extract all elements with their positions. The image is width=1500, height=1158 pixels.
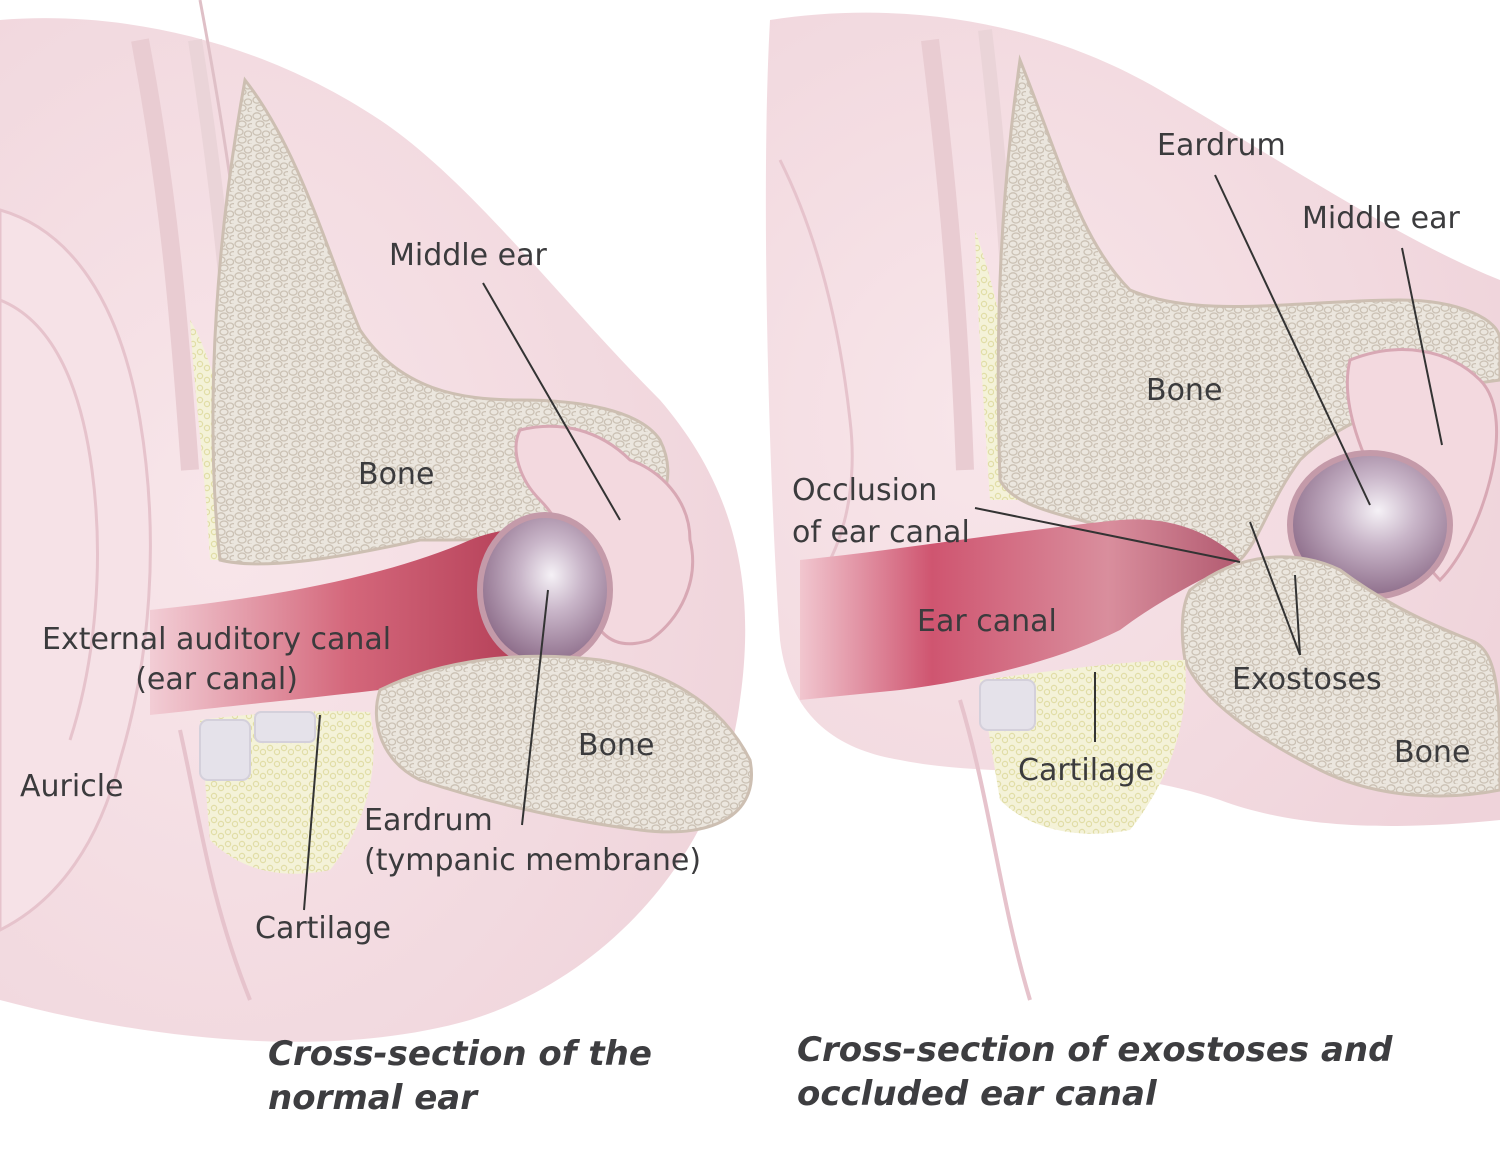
left-eardrum xyxy=(477,512,613,668)
leader-lines xyxy=(303,174,1443,911)
right-bone-upper xyxy=(996,54,1500,562)
label-left-eardrum-line1: Eardrum xyxy=(364,803,493,838)
label-right-occlusion: Occlusion of ear canal xyxy=(792,470,970,554)
leader-left-middle-ear xyxy=(482,282,621,521)
caption-left: Cross-section of the normal ear xyxy=(268,1032,652,1120)
left-middle-ear-cavity xyxy=(514,424,695,646)
label-left-bone-lower: Bone xyxy=(578,728,655,763)
label-left-middle-ear: Middle ear xyxy=(389,238,547,273)
label-left-external-canal: External auditory canal (ear canal) xyxy=(42,620,391,700)
label-right-middle-ear: Middle ear xyxy=(1302,201,1460,236)
right-illustration xyxy=(765,12,1500,1001)
caption-left-line1: Cross-section of the xyxy=(268,1034,652,1074)
label-right-ear-canal: Ear canal xyxy=(917,604,1057,639)
left-illustration xyxy=(0,0,753,1042)
right-ear-canal xyxy=(800,519,1240,700)
label-left-external-canal-line1: External auditory canal xyxy=(42,622,392,657)
caption-right: Cross-section of exostoses and occluded … xyxy=(797,1028,1392,1116)
label-right-bone-lower: Bone xyxy=(1394,735,1471,770)
label-auricle: Auricle xyxy=(20,769,124,804)
label-left-eardrum: Eardrum (tympanic membrane) xyxy=(364,801,701,881)
leader-right-eardrum xyxy=(1214,174,1371,506)
auricle-shape xyxy=(0,208,152,932)
label-left-external-canal-line2: (ear canal) xyxy=(135,662,298,697)
leader-left-cartilage xyxy=(303,714,321,911)
leader-right-middle-ear xyxy=(1401,247,1443,446)
caption-right-line1: Cross-section of exostoses and xyxy=(797,1030,1393,1070)
leader-left-eardrum xyxy=(521,589,549,826)
leader-right-occlusion xyxy=(974,507,1241,563)
label-right-eardrum: Eardrum xyxy=(1157,128,1286,163)
label-right-occlusion-line2: of ear canal xyxy=(792,515,970,550)
label-left-bone-upper: Bone xyxy=(358,457,435,492)
leader-right-exostoses-a xyxy=(1249,521,1301,656)
caption-right-line2: occluded ear canal xyxy=(797,1074,1157,1114)
leader-right-exostoses-b xyxy=(1294,574,1301,656)
label-right-bone-upper: Bone xyxy=(1146,373,1223,408)
label-right-cartilage: Cartilage xyxy=(1018,753,1154,788)
label-left-cartilage: Cartilage xyxy=(255,911,391,946)
caption-left-line2: normal ear xyxy=(268,1078,477,1118)
left-bone-lower xyxy=(374,654,753,834)
label-right-occlusion-line1: Occlusion xyxy=(792,473,938,508)
label-right-exostoses: Exostoses xyxy=(1232,662,1382,697)
label-left-eardrum-line2: (tympanic membrane) xyxy=(364,843,702,878)
